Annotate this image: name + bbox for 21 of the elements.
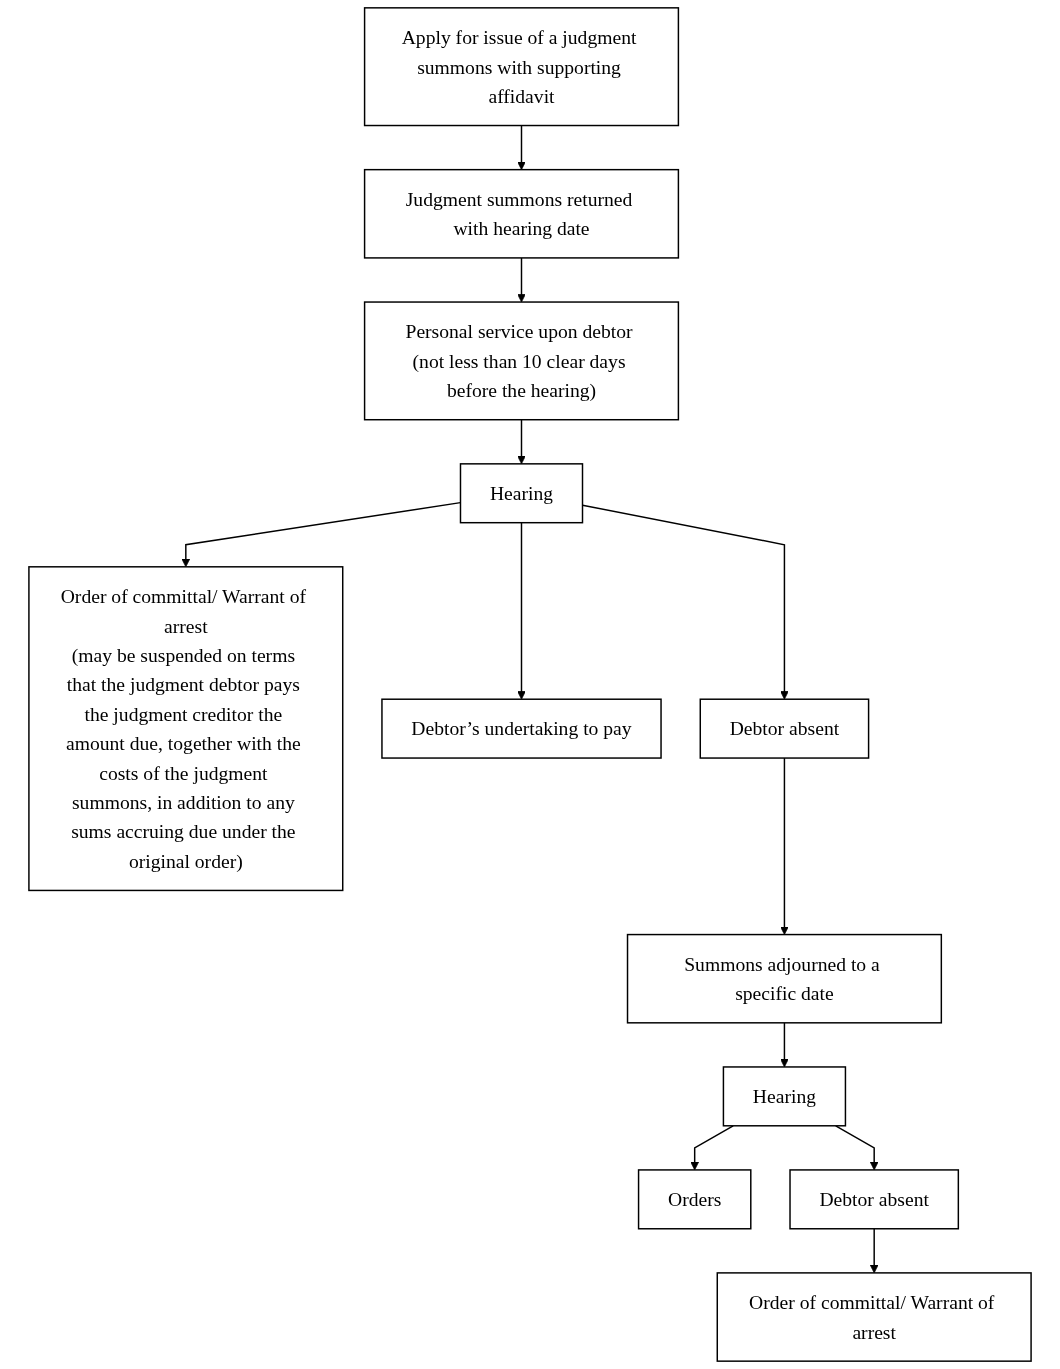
node-box: Order of committal/ Warrant of arrest [716,1272,1032,1362]
node-box: Order of committal/ Warrant of arrest (may be suspended on terms that the judgment debtor pays the judgment creditor the amount due, together with the costs of the judgment summons, in addition to any sums accruing due under the original order) [28,566,344,892]
arrow [517,124,526,171]
node-box: Orders [637,1169,752,1230]
arrow [517,419,526,465]
node-box: Summons adjourned to a specific date [626,933,943,1024]
node-box: Personal service upon debtor (not less than 10 clear days before the hearing) [363,301,680,421]
arrow [834,1125,879,1171]
arrow [690,1125,734,1171]
arrow [517,257,526,303]
node-box: Judgment summons returned with hearing date [363,168,680,259]
arrow [869,1228,879,1274]
arrow [780,757,789,935]
arrow [517,521,526,700]
node-box: Apply for issue of a judgment summons with supporting affidavit [363,7,680,127]
node-box: Hearing [459,463,584,524]
node-box: Debtor absent [699,698,870,759]
node-box: Debtor’s undertaking to pay [381,698,662,759]
arrow [780,1022,789,1068]
node-box: Debtor absent [789,1169,960,1230]
node-box: Hearing [722,1066,847,1127]
